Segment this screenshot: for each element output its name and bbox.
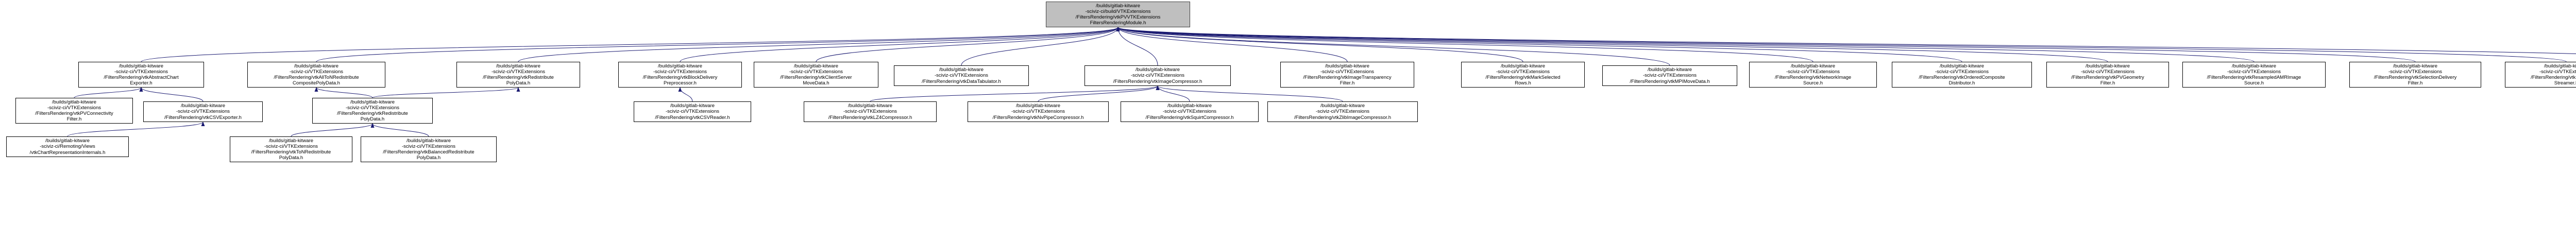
- node-label: /builds/gitlab-kitware -sciviz-ci/VTKExt…: [2071, 63, 2144, 86]
- node-label: /builds/gitlab-kitware -sciviz-ci/VTKExt…: [1294, 103, 1391, 120]
- node-label: /builds/gitlab-kitware -sciviz-ci/VTKExt…: [2207, 63, 2301, 86]
- node-label: /builds/gitlab-kitware -sciviz-ci/VTKExt…: [2374, 63, 2457, 86]
- node-label: /builds/gitlab-kitware -sciviz-ci/VTKExt…: [383, 137, 474, 161]
- graph-edge: [291, 123, 375, 137]
- node-label: /builds/gitlab-kitware -sciviz-ci/VTKExt…: [655, 103, 730, 120]
- graph-edge: [1116, 27, 2567, 62]
- node-label: /builds/gitlab-kitware -sciviz-ci/VTKExt…: [992, 103, 1084, 120]
- graph-node-weighted-redistribute-polydata[interactable]: /builds/gitlab-kitware -sciviz-ci/VTKExt…: [312, 98, 433, 124]
- graph-node-sorted-table-streamer[interactable]: /builds/gitlab-kitware -sciviz-ci/VTKExt…: [2505, 62, 2576, 88]
- node-label: /builds/gitlab-kitware -sciviz-ci/VTKExt…: [274, 63, 359, 86]
- graph-node-image-transparency-filter[interactable]: /builds/gitlab-kitware -sciviz-ci/VTKExt…: [1280, 62, 1414, 88]
- node-label: /builds/gitlab-kitware -sciviz-ci/VTKExt…: [1630, 67, 1710, 84]
- node-label: /builds/gitlab-kitware -sciviz-ci/Remoti…: [29, 138, 106, 155]
- graph-edge: [139, 87, 204, 102]
- node-label: /builds/gitlab-kitware -sciviz-ci/VTKExt…: [35, 99, 113, 123]
- node-label: /builds/gitlab-kitware -sciviz-ci/VTKExt…: [1485, 63, 1561, 86]
- graph-node-pvrepresentation-animation-helper[interactable]: /builds/gitlab-kitware -sciviz-ci/Remoti…: [6, 136, 129, 157]
- graph-node-abstract-chart-exporter[interactable]: /builds/gitlab-kitware -sciviz-ci/VTKExt…: [78, 62, 204, 88]
- node-label: /builds/gitlab-kitware -sciviz-ci/VTKExt…: [828, 103, 912, 120]
- node-label: /builds/gitlab-kitware -sciviz-ci/VTKExt…: [164, 103, 242, 120]
- node-label: /builds/gitlab-kitware -sciviz-ci/VTKExt…: [1774, 63, 1852, 86]
- graph-node-resampled-amr-image-source[interactable]: /builds/gitlab-kitware -sciviz-ci/VTKExt…: [2182, 62, 2326, 88]
- graph-node-squirt-compressor[interactable]: /builds/gitlab-kitware -sciviz-ci/VTKExt…: [1121, 101, 1259, 122]
- graph-edge: [1116, 27, 1158, 66]
- graph-node-nvpipe-compressor[interactable]: /builds/gitlab-kitware -sciviz-ci/VTKExt…: [968, 101, 1109, 122]
- graph-edge: [67, 122, 205, 137]
- graph-edge: [816, 27, 1120, 62]
- graph-edge: [74, 87, 143, 98]
- graph-node-redistribute-polydata[interactable]: /builds/gitlab-kitware -sciviz-ci/VTKExt…: [456, 62, 580, 88]
- graph-edge: [1156, 85, 1343, 102]
- graph-edge: [518, 27, 1120, 62]
- graph-edge: [680, 27, 1120, 62]
- node-label: /builds/gitlab-kitware -sciviz-ci/VTKExt…: [1113, 67, 1202, 84]
- node-label: /builds/gitlab-kitware -sciviz-ci/VTKExt…: [104, 63, 179, 86]
- graph-edge: [1116, 27, 2576, 54]
- graph-node-data-tabulator[interactable]: /builds/gitlab-kitware -sciviz-ci/VTKExt…: [894, 65, 1029, 86]
- graph-node-root[interactable]: /builds/gitlab-kitware -sciviz-ci/build/…: [1046, 2, 1190, 27]
- graph-edge: [678, 87, 693, 102]
- graph-node-alltonredistribute-composite-polydata[interactable]: /builds/gitlab-kitware -sciviz-ci/VTKExt…: [247, 62, 385, 88]
- node-label: /builds/gitlab-kitware -sciviz-ci/VTKExt…: [337, 99, 408, 123]
- graph-node-zlib-image-compressor[interactable]: /builds/gitlab-kitware -sciviz-ci/VTKExt…: [1267, 101, 1418, 122]
- node-label: /builds/gitlab-kitware -sciviz-ci/build/…: [1075, 3, 1161, 26]
- graph-node-block-delivery-preprocessor[interactable]: /builds/gitlab-kitware -sciviz-ci/VTKExt…: [618, 62, 742, 88]
- graph-edge: [1116, 27, 2416, 62]
- graph-edge: [1116, 27, 1348, 62]
- graph-edge: [1038, 85, 1160, 102]
- graph-node-balanced-redistribute-polydata[interactable]: /builds/gitlab-kitware -sciviz-ci/VTKExt…: [361, 136, 497, 162]
- graph-node-pv-geometry-filter[interactable]: /builds/gitlab-kitware -sciviz-ci/VTKExt…: [2046, 62, 2169, 88]
- graph-node-network-image-source[interactable]: /builds/gitlab-kitware -sciviz-ci/VTKExt…: [1749, 62, 1877, 88]
- graph-node-clientserver-movedata[interactable]: /builds/gitlab-kitware -sciviz-ci/VTKExt…: [754, 62, 878, 88]
- graph-node-image-compressor-squirt[interactable]: /builds/gitlab-kitware -sciviz-ci/VTKExt…: [804, 101, 937, 122]
- graph-edge: [372, 87, 520, 98]
- node-label: /builds/gitlab-kitware -sciviz-ci/VTKExt…: [2531, 63, 2576, 86]
- node-label: /builds/gitlab-kitware -sciviz-ci/VTKExt…: [483, 63, 554, 86]
- graph-edge: [141, 27, 1120, 62]
- graph-edge: [370, 123, 429, 137]
- graph-edge: [1116, 27, 2255, 62]
- graph-node-weighted-redistribute-polydata-2[interactable]: /builds/gitlab-kitware -sciviz-ci/VTKExt…: [230, 136, 352, 162]
- graph-node-csv-exporter[interactable]: /builds/gitlab-kitware -sciviz-ci/VTKExt…: [143, 101, 263, 122]
- node-label: /builds/gitlab-kitware -sciviz-ci/VTKExt…: [251, 137, 331, 161]
- graph-edge: [1116, 27, 1962, 62]
- graph-edge: [1116, 27, 1523, 62]
- graph-node-image-compressor[interactable]: /builds/gitlab-kitware -sciviz-ci/VTKExt…: [1084, 65, 1231, 86]
- node-label: /builds/gitlab-kitware -sciviz-ci/VTKExt…: [1145, 103, 1234, 120]
- graph-node-ordered-composite-distributor[interactable]: /builds/gitlab-kitware -sciviz-ci/VTKExt…: [1892, 62, 2032, 88]
- node-label: /builds/gitlab-kitware -sciviz-ci/VTKExt…: [1303, 63, 1392, 86]
- node-label: /builds/gitlab-kitware -sciviz-ci/VTKExt…: [780, 63, 852, 86]
- graph-node-mpi-movedata[interactable]: /builds/gitlab-kitware -sciviz-ci/VTKExt…: [1602, 65, 1737, 86]
- node-label: /builds/gitlab-kitware -sciviz-ci/VTKExt…: [642, 63, 718, 86]
- graph-edge: [314, 87, 373, 98]
- graph-edge: [870, 85, 1160, 102]
- graph-node-pvconnectivity-filter[interactable]: /builds/gitlab-kitware -sciviz-ci/VTKExt…: [15, 98, 133, 124]
- graph-edge: [1116, 27, 1814, 62]
- graph-edge: [1156, 85, 1190, 102]
- graph-node-selection-delivery-filter[interactable]: /builds/gitlab-kitware -sciviz-ci/VTKExt…: [2349, 62, 2481, 88]
- graph-edge: [316, 27, 1120, 62]
- graph-edge: [1116, 27, 2108, 62]
- graph-edge: [961, 27, 1120, 66]
- graph-node-csv-reader[interactable]: /builds/gitlab-kitware -sciviz-ci/VTKExt…: [634, 101, 751, 122]
- node-label: /builds/gitlab-kitware -sciviz-ci/VTKExt…: [922, 67, 1001, 84]
- graph-edge: [1116, 27, 1670, 66]
- node-label: /builds/gitlab-kitware -sciviz-ci/VTKExt…: [1919, 63, 2005, 86]
- graph-node-mark-selected-rows[interactable]: /builds/gitlab-kitware -sciviz-ci/VTKExt…: [1461, 62, 1585, 88]
